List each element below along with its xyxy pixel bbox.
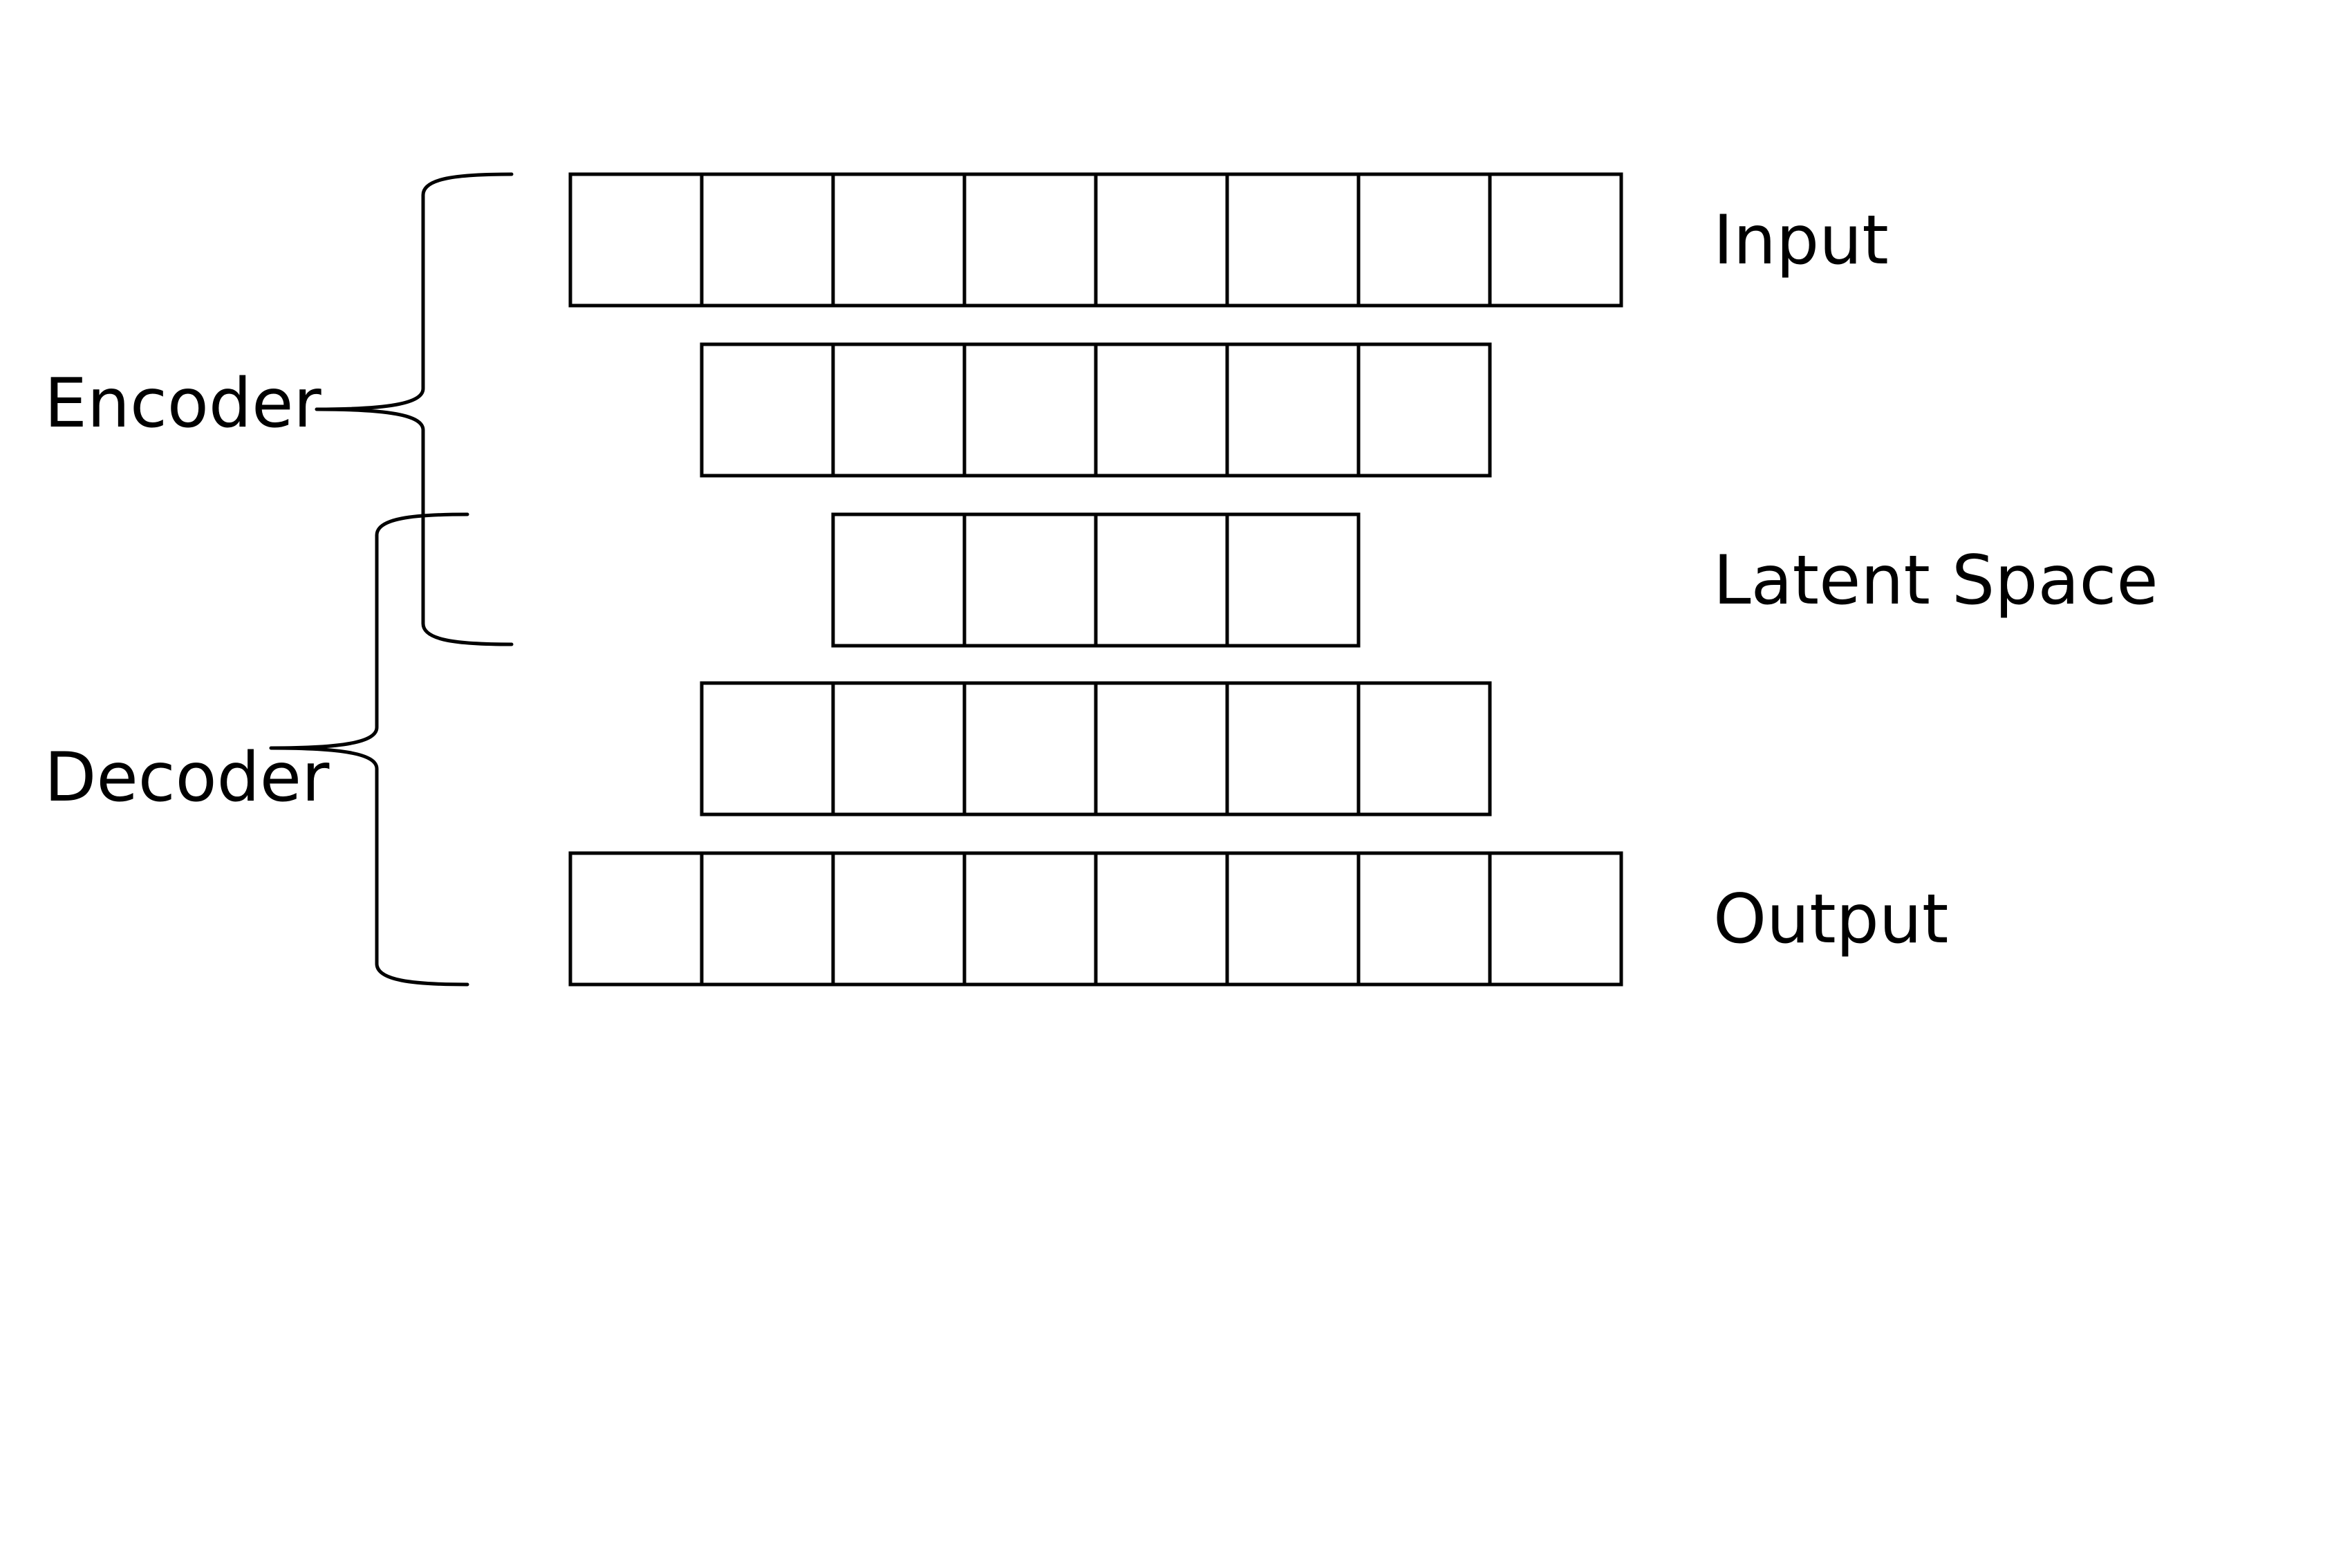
- encoder-label: Encoder: [44, 364, 321, 443]
- layer-unit: [568, 172, 704, 308]
- layer-row-1: [568, 172, 1623, 308]
- layer-unit: [1488, 172, 1623, 308]
- layer-unit: [962, 851, 1098, 987]
- layer-row-2: [700, 342, 1492, 478]
- layer-label-3: Latent Space: [1713, 541, 2158, 620]
- layer-unit: [1225, 681, 1361, 816]
- layer-unit: [831, 172, 967, 308]
- layer-unit: [1225, 342, 1361, 478]
- layer-unit: [1356, 681, 1492, 816]
- layer-label-1: Input: [1713, 201, 1889, 280]
- layer-unit: [831, 342, 967, 478]
- layer-label-5: Output: [1713, 880, 1948, 959]
- layer-unit: [1356, 851, 1492, 987]
- layer-unit: [700, 851, 835, 987]
- layer-unit: [962, 172, 1098, 308]
- decoder-brace: [269, 512, 469, 987]
- layer-unit: [700, 172, 835, 308]
- layer-unit: [831, 681, 967, 816]
- layer-unit: [568, 851, 704, 987]
- layer-unit: [1094, 172, 1229, 308]
- layer-unit: [700, 342, 835, 478]
- layer-unit: [1225, 851, 1361, 987]
- layer-row-5: [568, 851, 1623, 987]
- decoder-label: Decoder: [44, 738, 330, 817]
- layer-unit: [1094, 681, 1229, 816]
- layer-unit: [700, 681, 835, 816]
- layer-unit: [1225, 172, 1361, 308]
- layer-unit: [831, 851, 967, 987]
- layer-unit: [962, 342, 1098, 478]
- layer-unit: [1488, 851, 1623, 987]
- layer-unit: [1094, 851, 1229, 987]
- layer-unit: [1356, 172, 1492, 308]
- layer-row-4: [700, 681, 1492, 816]
- layer-unit: [1356, 342, 1492, 478]
- layer-unit: [831, 512, 967, 648]
- layer-unit: [1094, 342, 1229, 478]
- layer-row-3: [831, 512, 1361, 648]
- encoder-brace: [315, 172, 514, 646]
- layer-unit: [962, 681, 1098, 816]
- layer-unit: [1225, 512, 1361, 648]
- layer-unit: [962, 512, 1098, 648]
- layers-group: [568, 172, 1623, 987]
- layer-unit: [1094, 512, 1229, 648]
